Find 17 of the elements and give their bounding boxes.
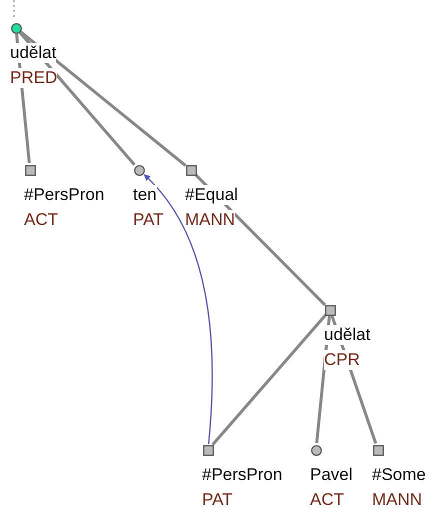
node-square — [324, 304, 336, 316]
tree-edge — [20, 30, 187, 167]
word-label: #Equal — [185, 185, 238, 205]
node-circle — [310, 444, 322, 456]
word-label: udělat — [10, 43, 56, 63]
node-square — [24, 164, 36, 176]
functor-label: PRED — [10, 68, 58, 88]
node-circle — [10, 22, 22, 34]
tree-edge — [211, 314, 328, 446]
coreference-arrow — [144, 174, 213, 444]
functor-label: MANN — [185, 210, 236, 230]
node-square — [372, 444, 384, 456]
functor-label: CPR — [324, 350, 360, 370]
node-square — [202, 444, 214, 456]
word-label: udělat — [324, 325, 370, 345]
node-circle — [134, 164, 144, 176]
node-square — [186, 164, 196, 176]
